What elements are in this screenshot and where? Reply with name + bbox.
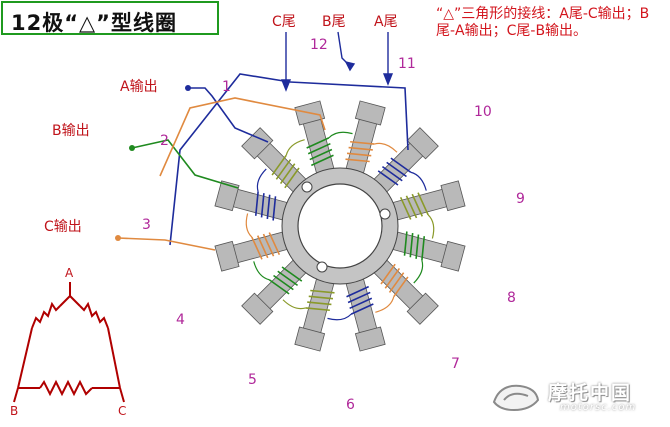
stator-tooth	[294, 273, 336, 352]
phase-b-wire	[131, 139, 239, 189]
coil-winding	[327, 285, 374, 321]
tail-arrows	[280, 31, 394, 92]
a-tail-label: A尾	[374, 14, 398, 30]
output-b-terminal	[129, 145, 135, 151]
pole-number: 2	[160, 133, 169, 149]
b-tail-label: B尾	[322, 14, 346, 30]
phase-c-wire	[117, 97, 326, 251]
triangle-vertex-b: B	[10, 404, 19, 418]
pole-number: 4	[176, 312, 185, 328]
coil-winding	[377, 157, 427, 191]
pole-number: 6	[346, 397, 355, 413]
coil-winding	[345, 140, 398, 163]
coil-winding	[282, 289, 335, 312]
stator-tooth	[241, 255, 311, 325]
motorsc-logo-icon	[492, 384, 540, 412]
wiring-note: “△”三角形的接线：A尾-C输出；B尾-A输出；C尾-B输出。	[436, 6, 650, 39]
output-c-terminal	[115, 235, 121, 241]
output-leads	[115, 85, 191, 241]
coil-winding	[403, 231, 426, 284]
pole-number: 9	[516, 191, 525, 207]
stator-tooth	[387, 230, 466, 272]
c-output-label: C输出	[44, 219, 82, 235]
pole-number: 12	[310, 37, 328, 53]
a-output-label: A输出	[120, 79, 158, 95]
triangle-vertex-a: A	[65, 266, 74, 280]
coil-winding	[375, 263, 409, 313]
stator-teeth	[214, 100, 466, 352]
stator-tooth	[344, 273, 386, 352]
coil-winding	[253, 261, 303, 295]
coil-windings	[245, 131, 435, 321]
b-output-label: B输出	[52, 123, 90, 139]
pole-number: 11	[398, 56, 416, 72]
coil-winding	[306, 131, 353, 167]
pole-number: 3	[142, 217, 151, 233]
triangle-vertex-c: C	[118, 404, 127, 418]
watermark-name: 摩托中国	[548, 382, 633, 404]
stator-tooth	[344, 100, 386, 179]
pole-number: 5	[248, 372, 257, 388]
diagram-title: 12极“△”型线圈	[11, 11, 177, 35]
coil-winding	[245, 213, 281, 260]
phase-a-wire	[169, 73, 409, 246]
stator-core	[281, 167, 399, 285]
output-a-terminal	[185, 85, 191, 91]
stator-tooth	[387, 180, 466, 222]
stator-tooth	[214, 230, 293, 272]
pole-number: 7	[451, 356, 460, 372]
delta-schematic	[13, 282, 125, 403]
stator-tooth	[294, 100, 336, 179]
title-box: 12极“△”型线圈	[1, 1, 219, 35]
stator-tooth	[214, 180, 293, 222]
pole-number: 1	[222, 79, 231, 95]
coil-winding	[399, 192, 435, 239]
pole-number: 8	[507, 290, 516, 306]
coil-winding	[254, 168, 277, 221]
c-tail-label: C尾	[272, 14, 296, 30]
pole-number: 10	[474, 104, 492, 120]
watermark-url: motorsc.com	[560, 402, 637, 413]
coil-winding	[271, 139, 305, 189]
